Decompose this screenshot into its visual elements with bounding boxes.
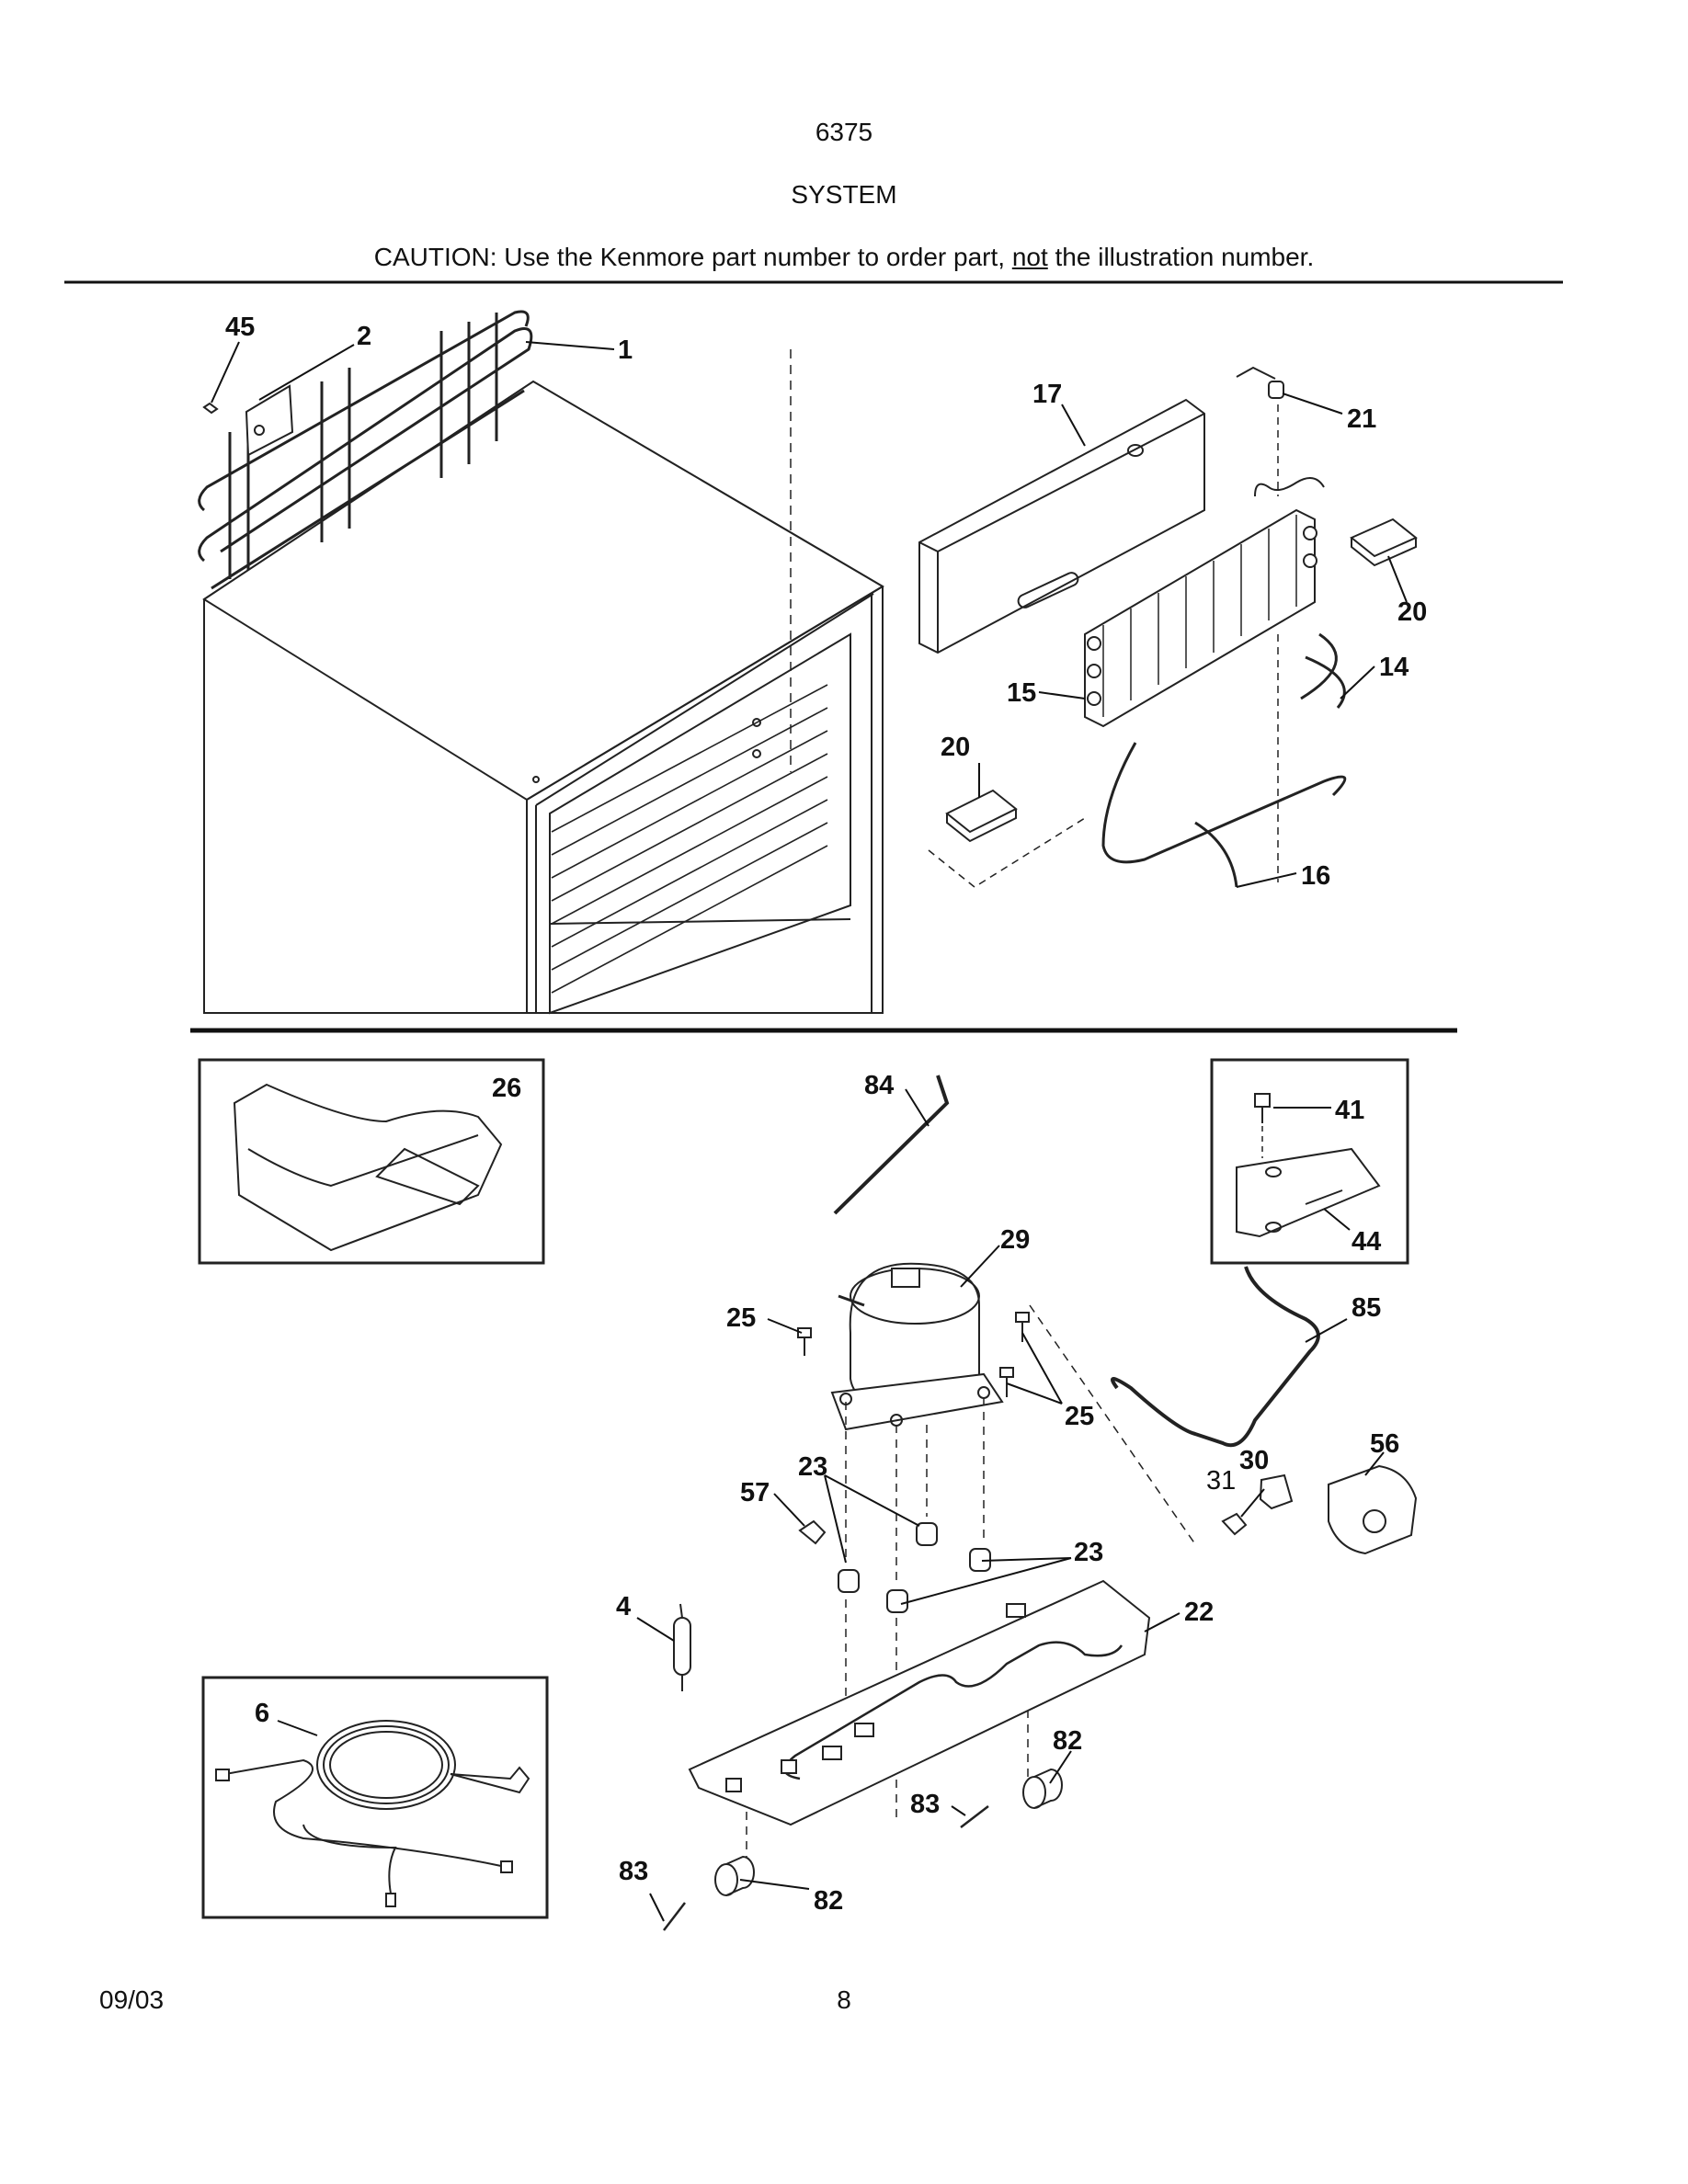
drain-pan-part-26 bbox=[233, 1083, 503, 1252]
callout-1: 1 bbox=[618, 336, 633, 365]
callout-17: 17 bbox=[1032, 380, 1062, 409]
callout-82-right: 82 bbox=[1053, 1726, 1082, 1756]
drain-trough-part-17 bbox=[918, 398, 1205, 654]
callout-2: 2 bbox=[357, 322, 371, 351]
callout-29: 29 bbox=[1000, 1225, 1030, 1255]
callout-25-left: 25 bbox=[726, 1303, 756, 1333]
callout-4: 4 bbox=[616, 1592, 631, 1621]
cabinet-illustration bbox=[202, 349, 884, 1015]
callout-84: 84 bbox=[864, 1071, 894, 1100]
callout-22: 22 bbox=[1184, 1598, 1214, 1627]
footer-page-number: 8 bbox=[837, 1985, 851, 2014]
caution-text-start: CAUTION: Use the Kenmore part number to … bbox=[373, 243, 1012, 271]
callout-83-left: 83 bbox=[619, 1857, 648, 1886]
pin-part-83-right bbox=[960, 1805, 989, 1828]
bracket-part-2 bbox=[202, 384, 294, 457]
mounting-bracket-part-44 bbox=[1236, 1093, 1381, 1238]
sensor-part-21 bbox=[1236, 366, 1284, 496]
pin-part-83-left bbox=[663, 1902, 686, 1931]
callout-30: 30 bbox=[1239, 1446, 1269, 1475]
tube-part-85 bbox=[1111, 1266, 1320, 1448]
callout-26: 26 bbox=[492, 1074, 521, 1103]
callout-85: 85 bbox=[1352, 1293, 1381, 1323]
clip-part-31 bbox=[1221, 1512, 1248, 1536]
power-cord-part-6 bbox=[215, 1720, 530, 1907]
insulation-pad-part-20-bottom bbox=[928, 789, 1086, 888]
callout-25-right: 25 bbox=[1065, 1402, 1094, 1431]
callout-23-lower: 23 bbox=[1074, 1538, 1103, 1567]
clip-part-57 bbox=[798, 1519, 827, 1545]
roller-part-82-left bbox=[714, 1855, 755, 1896]
overload-part-56 bbox=[1328, 1464, 1418, 1555]
callout-41: 41 bbox=[1335, 1096, 1364, 1125]
callout-44: 44 bbox=[1352, 1227, 1381, 1257]
drier-part-4 bbox=[673, 1603, 691, 1691]
bolts-part-25 bbox=[797, 1312, 1030, 1397]
relay-part-30 bbox=[1259, 1473, 1294, 1510]
caution-note: CAUTION: Use the Kenmore part number to … bbox=[0, 243, 1688, 272]
compressor-part-29 bbox=[830, 1262, 1004, 1431]
roller-part-82-right bbox=[1022, 1768, 1063, 1809]
callout-20-bottom: 20 bbox=[941, 733, 970, 762]
callout-83-right: 83 bbox=[910, 1790, 940, 1819]
base-pan-part-22 bbox=[688, 1579, 1151, 1826]
callout-21: 21 bbox=[1347, 404, 1376, 434]
callout-31: 31 bbox=[1206, 1466, 1236, 1496]
callout-82-left: 82 bbox=[814, 1886, 843, 1916]
callout-57: 57 bbox=[740, 1478, 770, 1507]
section-title: SYSTEM bbox=[791, 180, 897, 209]
callout-56: 56 bbox=[1370, 1429, 1399, 1459]
caution-emphasis: not bbox=[1011, 243, 1048, 271]
model-number: 6375 bbox=[815, 118, 873, 146]
insulation-pad-part-20-top bbox=[1350, 518, 1418, 567]
caution-text-end: the illustration number. bbox=[1047, 243, 1315, 271]
callout-20-top: 20 bbox=[1397, 597, 1427, 627]
defrost-heater-part-16 bbox=[1101, 632, 1347, 888]
evaporator-part-15 bbox=[1084, 477, 1325, 728]
tube-part-84 bbox=[833, 1075, 950, 1215]
callout-16: 16 bbox=[1301, 861, 1330, 891]
footer-date: 09/03 bbox=[99, 1985, 165, 2014]
callout-45: 45 bbox=[225, 313, 255, 342]
callout-15: 15 bbox=[1007, 678, 1036, 708]
callout-6: 6 bbox=[255, 1699, 269, 1728]
grommets-part-23 bbox=[838, 1522, 991, 1613]
callout-14: 14 bbox=[1379, 653, 1409, 682]
callout-23-upper: 23 bbox=[798, 1452, 827, 1482]
